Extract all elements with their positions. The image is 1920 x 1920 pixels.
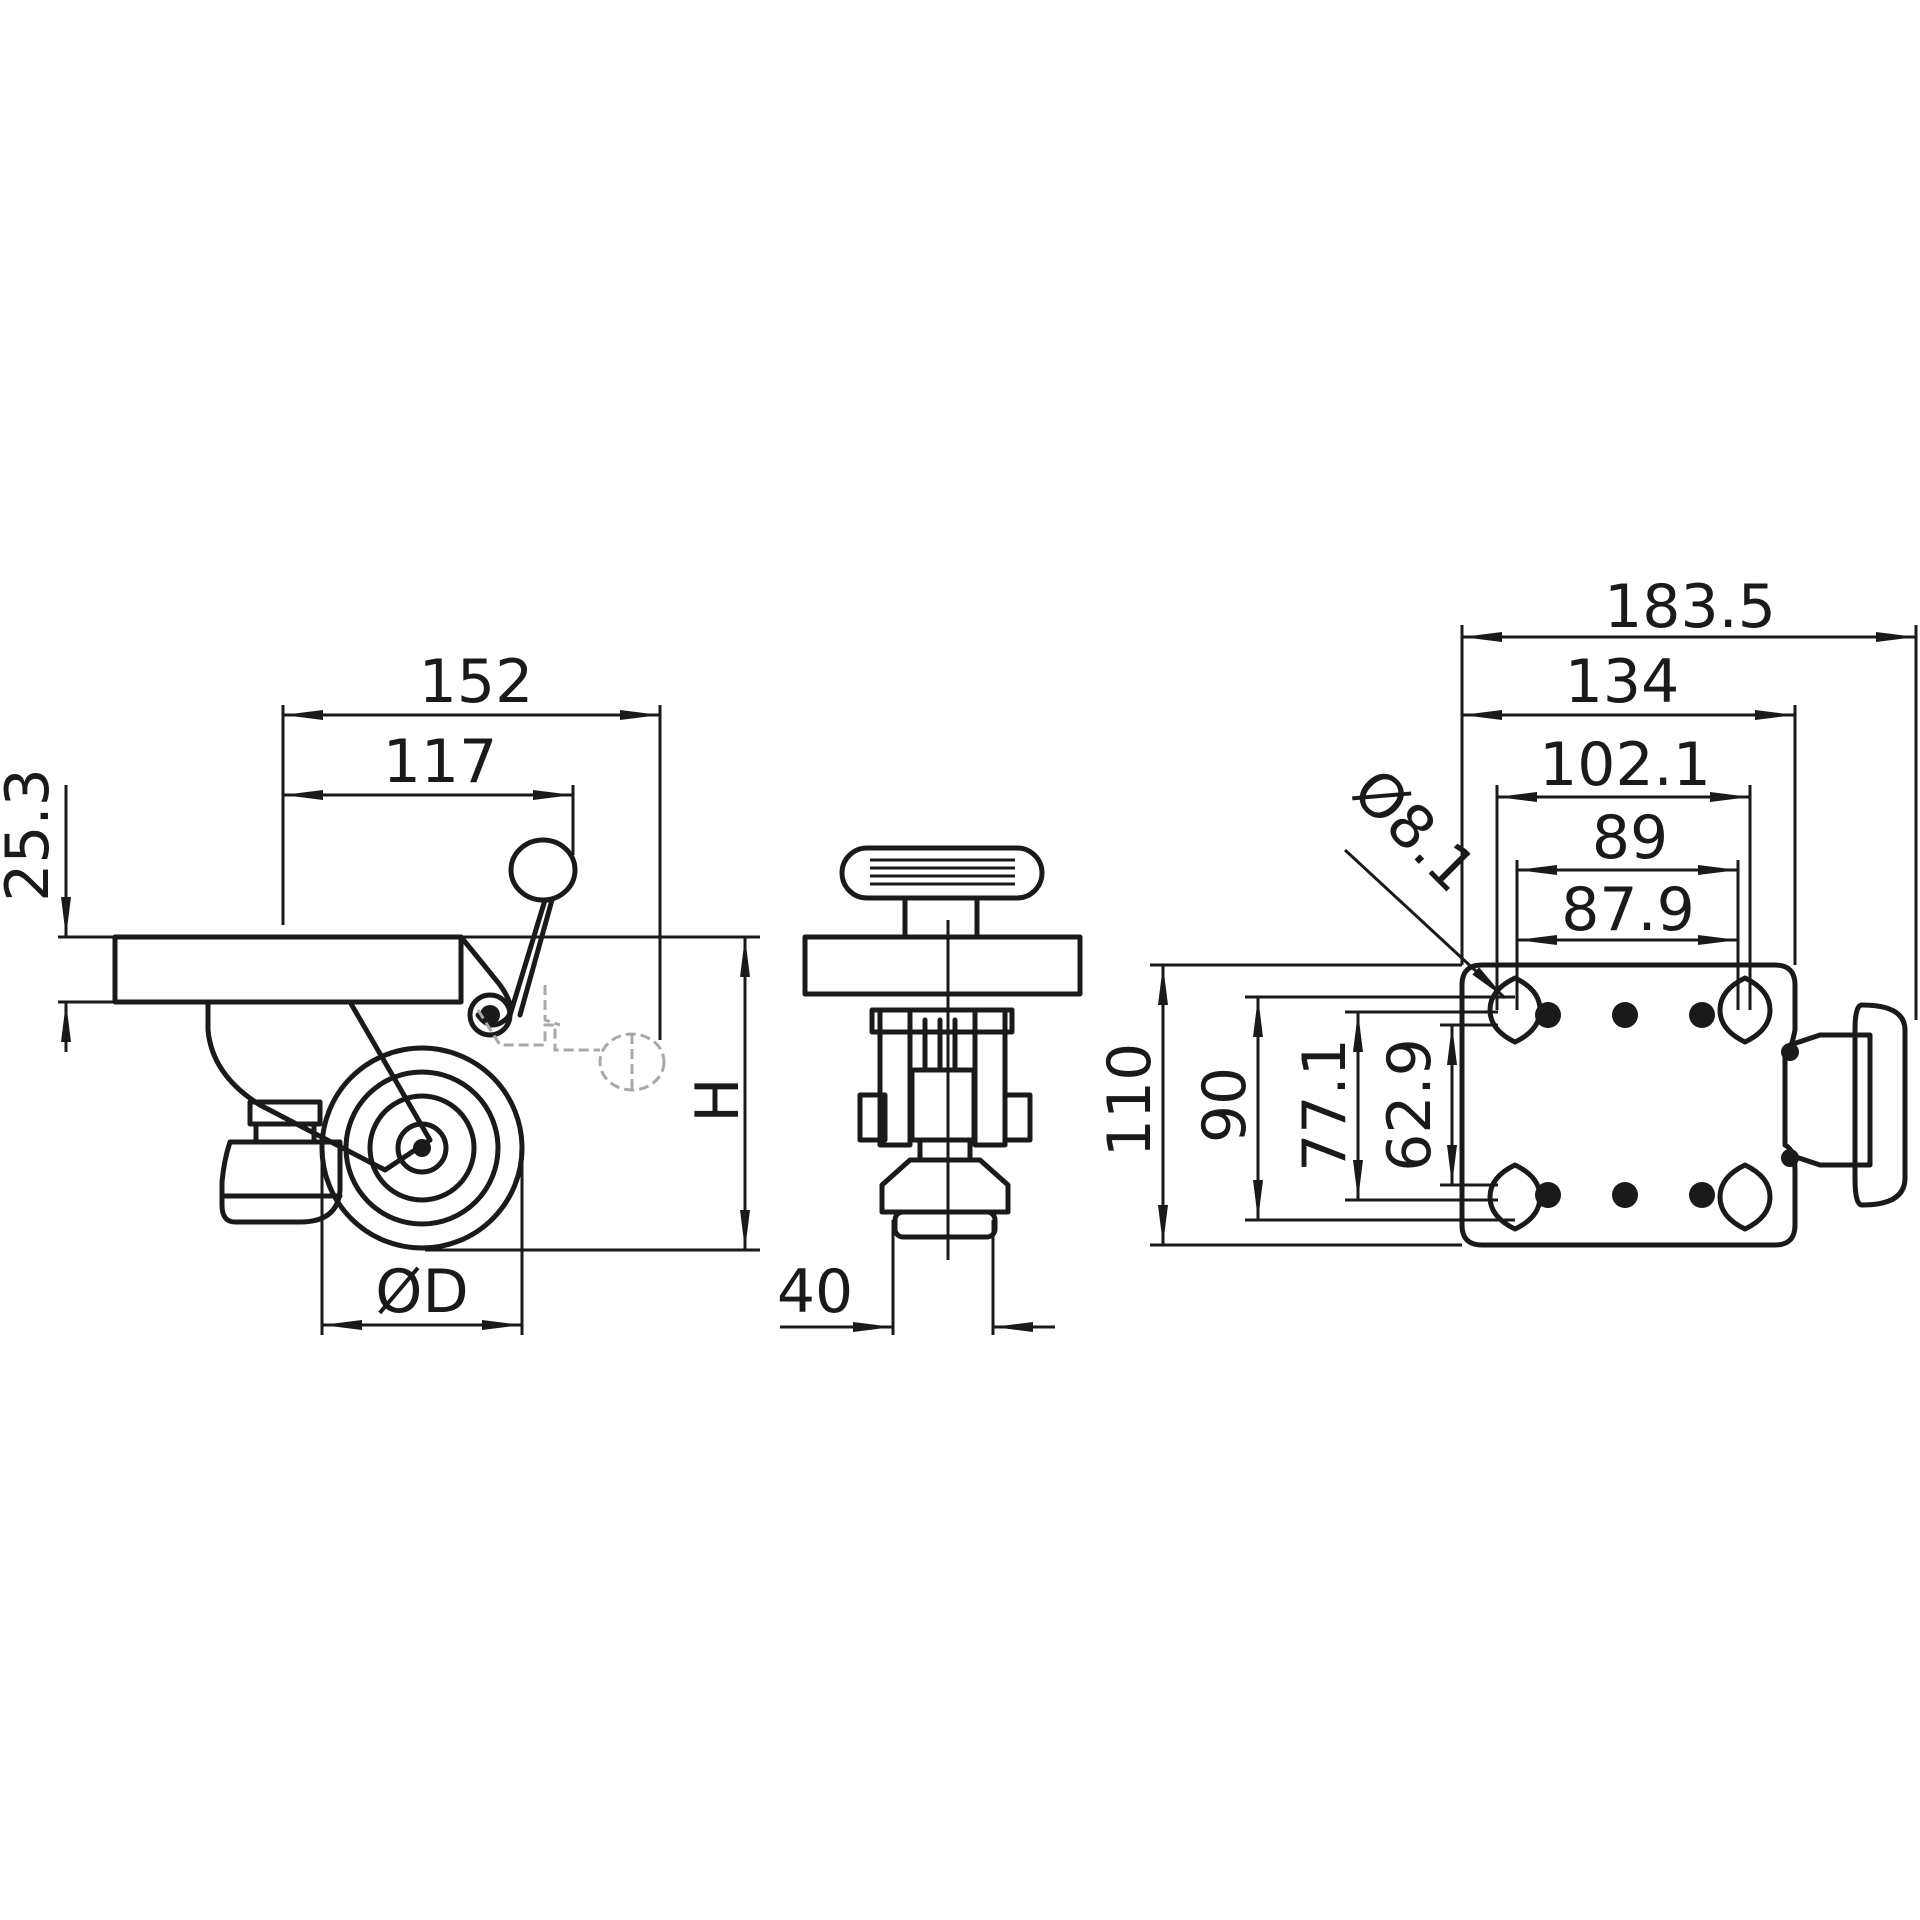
dim-87-9-label: 87.9 <box>1561 875 1695 945</box>
dim-90-label: 90 <box>1190 1067 1260 1143</box>
brake-lever-released-ghost <box>476 985 666 1092</box>
dim-102-1-label: 102.1 <box>1539 730 1711 800</box>
brake-lever <box>458 837 578 1038</box>
front-plate <box>802 934 1083 997</box>
top-plate <box>1459 962 1798 1248</box>
top-view: 183.5 134 102.1 89 87.9 Ø8.1 110 90 77.1 <box>1095 572 1918 1248</box>
lever-knob <box>839 845 1045 901</box>
dim-D-label: ØD <box>375 1257 468 1327</box>
dim-62-9-label: 62.9 <box>1375 1038 1445 1172</box>
dim-183-5-label: 183.5 <box>1604 572 1776 642</box>
dim-152-label: 152 <box>419 647 534 717</box>
dim-40-label: 40 <box>777 1257 853 1327</box>
dim-110-label: 110 <box>1095 1043 1165 1158</box>
dim-hole-label: Ø8.1 <box>1339 756 1489 906</box>
front-fork <box>857 1007 1033 1148</box>
top-handle-knob <box>1852 1002 1908 1208</box>
dim-77-1-label: 77.1 <box>1290 1038 1360 1172</box>
caster-wheel <box>319 1045 525 1251</box>
leveling-foot <box>219 1099 343 1225</box>
dim-89-label: 89 <box>1592 803 1668 873</box>
top-handle <box>1787 1032 1873 1168</box>
front-foot <box>879 1137 1011 1240</box>
mounting-plate <box>112 934 464 1005</box>
side-view: 152 117 25.3 H ØD <box>0 647 760 1335</box>
dim-117-label: 117 <box>383 727 498 797</box>
mounting-holes <box>1487 975 1773 1232</box>
dim-25-3-label: 25.3 <box>0 768 63 902</box>
dim-134-label: 134 <box>1565 647 1680 717</box>
dim-H-label: H <box>683 1077 753 1122</box>
front-view: 40 <box>777 845 1083 1335</box>
caster-fork <box>205 999 433 1173</box>
